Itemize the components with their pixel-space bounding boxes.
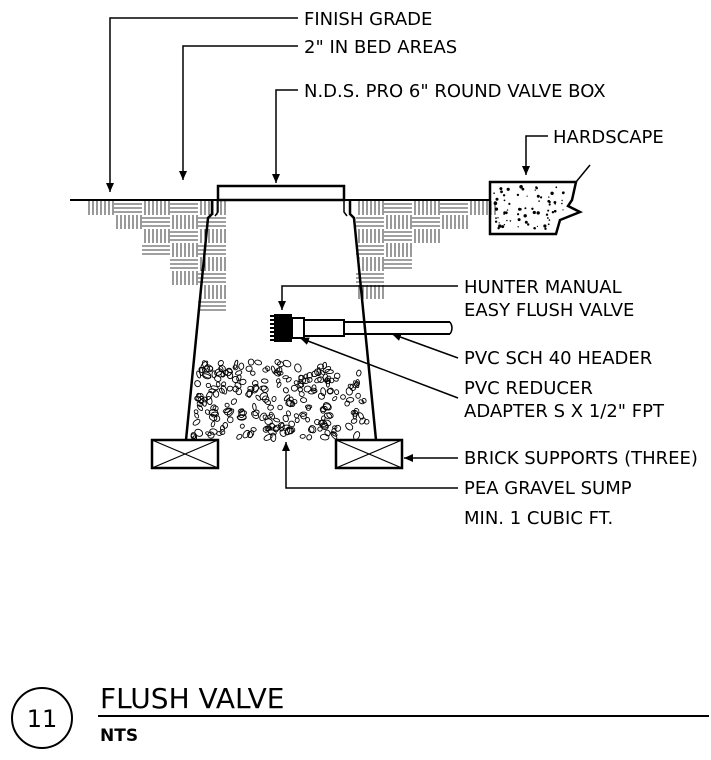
brick-support-left (150, 438, 220, 470)
title-block: 11 FLUSH VALVE NTS (11, 682, 709, 749)
label-valve-box: N.D.S. PRO 6" ROUND VALVE BOX (304, 81, 606, 102)
label-bed-areas: 2" IN BED AREAS (304, 37, 457, 58)
soil-hatch (70, 199, 496, 311)
detail-title: FLUSH VALVE (100, 682, 284, 715)
valve-box (184, 184, 378, 441)
label-header: PVC SCH 40 HEADER (464, 348, 652, 369)
brick-support-right (334, 438, 404, 470)
label-reducer-line1: PVC REDUCER (464, 378, 593, 399)
detail-number: 11 (27, 705, 58, 733)
leader-lines (106, 17, 548, 489)
label-gravel-line1: PEA GRAVEL SUMP (464, 478, 632, 499)
label-flush-valve-line2: EASY FLUSH VALVE (464, 300, 634, 321)
label-finish-grade: FINISH GRADE (304, 9, 432, 30)
detail-scale: NTS (100, 726, 138, 746)
label-flush-valve-line1: HUNTER MANUAL (464, 277, 622, 298)
label-hardscape: HARDSCAPE (553, 127, 664, 148)
flush-valve-assembly (270, 314, 453, 342)
label-reducer-line2: ADAPTER S X 1/2" FPT (464, 401, 665, 422)
pea-gravel-sump (190, 358, 370, 442)
hardscape-slab (488, 164, 591, 236)
label-brick-supports: BRICK SUPPORTS (THREE) (464, 448, 698, 469)
label-gravel-line2: MIN. 1 CUBIC FT. (464, 508, 613, 529)
